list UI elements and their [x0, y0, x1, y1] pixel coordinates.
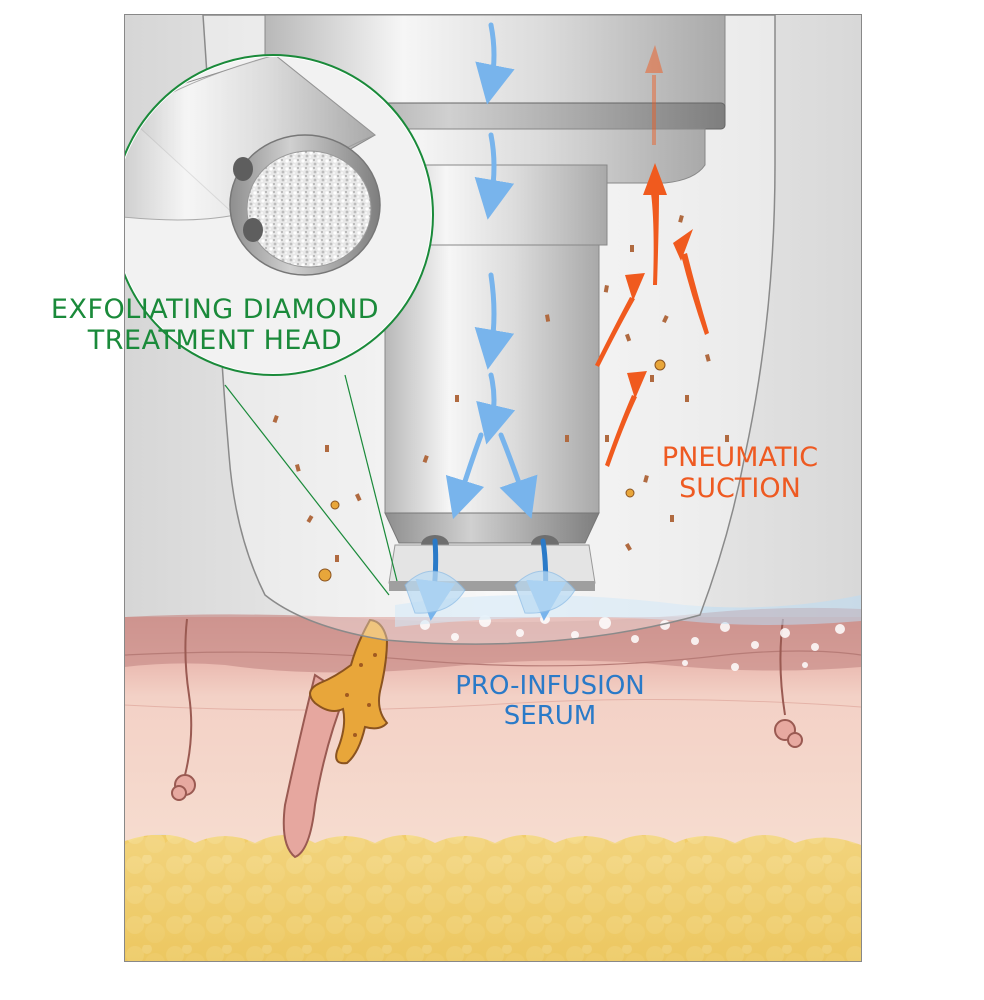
up-arrow-icon — [673, 229, 693, 261]
microdermabrasion-illustration — [125, 15, 861, 961]
serum-flow-arrows — [415, 22, 567, 621]
hair-follicle-left — [171, 618, 196, 801]
fat-layer — [125, 833, 861, 961]
exfoliated-particles — [272, 215, 729, 582]
serum-label-line2: SERUM — [503, 700, 597, 731]
down-arrow-icon — [474, 132, 515, 220]
suction-flow-arrows — [595, 45, 709, 467]
serum-label-line1: PRO-INFUSION — [455, 671, 645, 701]
serum-droplets — [404, 570, 576, 614]
down-arrow-icon — [498, 432, 538, 519]
down-arrow-icon — [474, 272, 515, 370]
suction-label: PNEUMATIC SUCTION — [640, 442, 840, 504]
illustration-panel — [124, 14, 862, 962]
serum-label: PRO-INFUSION SERUM — [420, 671, 680, 732]
epidermis-layer — [125, 607, 861, 673]
down-arrow-icon — [476, 372, 516, 445]
diamond-head-label-line1: EXFOLIATING DIAMOND — [50, 294, 380, 325]
suction-label-line1: PNEUMATIC — [661, 442, 819, 473]
diamond-head-label-line2: TREATMENT HEAD — [87, 325, 343, 357]
up-arrow-icon — [627, 371, 647, 399]
hair-follicle-right — [774, 618, 803, 748]
serum-film — [395, 595, 861, 627]
diamond-head-callout — [125, 54, 434, 376]
diamond-head-label: EXFOLIATING DIAMOND TREATMENT HEAD — [20, 294, 410, 356]
down-arrow-icon — [445, 432, 485, 520]
up-arrow-icon — [645, 45, 663, 73]
suction-label-line2: SUCTION — [679, 473, 801, 505]
pore-follicle — [282, 618, 389, 859]
up-arrow-icon — [643, 163, 667, 195]
up-arrow-icon — [625, 273, 645, 301]
down-arrow-icon — [475, 22, 515, 105]
callout-lines — [224, 374, 398, 596]
